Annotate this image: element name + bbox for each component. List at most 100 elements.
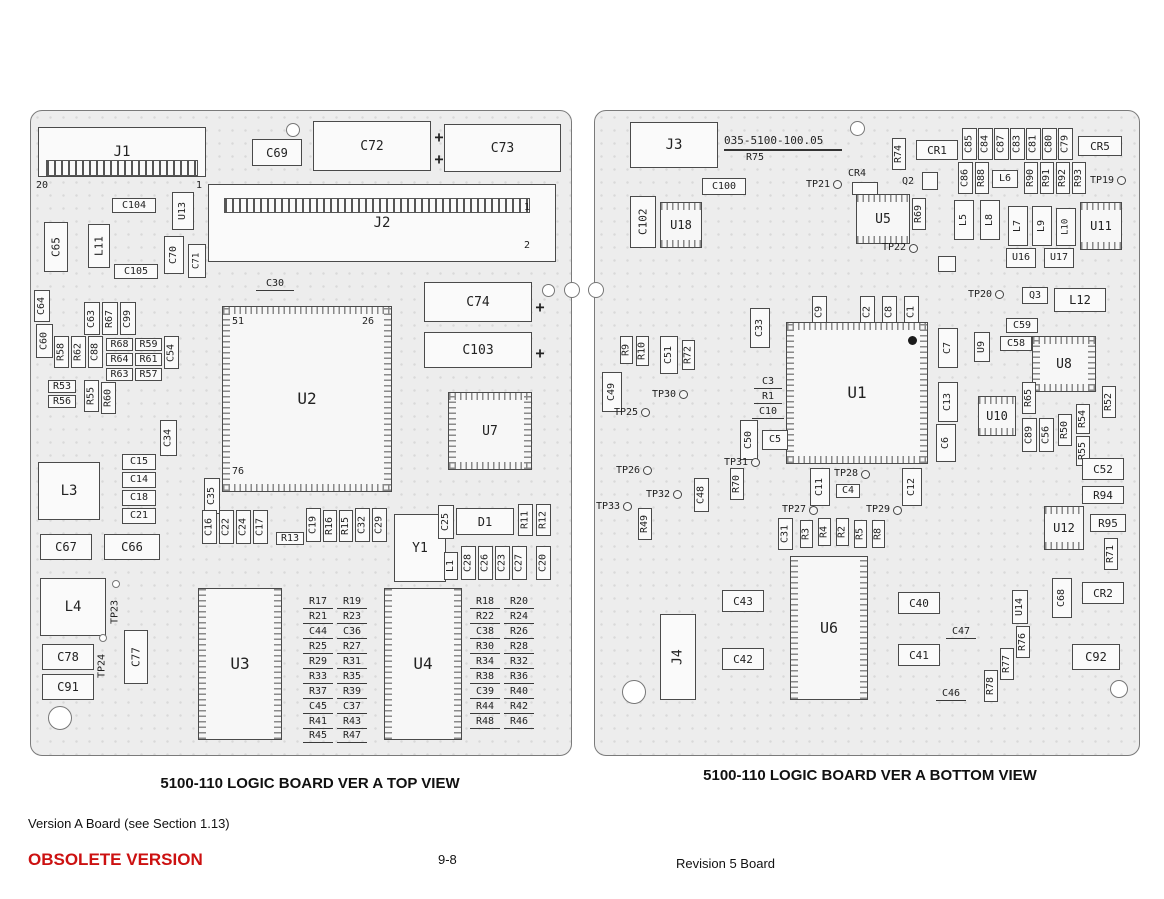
left-component-r56: R56 [48,395,76,408]
right-component-r74: R74 [892,138,906,170]
left-component-r31: R31 [337,656,367,669]
left-component-c72: C72 [313,121,431,171]
left-component-u4: U4 [384,588,462,740]
right-component-c51: C51 [660,336,678,374]
left-component-c28: C28 [461,546,476,580]
left-component-c73: C73 [444,124,561,172]
left-component-r48: R48 [470,716,500,729]
left-component-c105: C105 [114,264,158,279]
left-component-r63: R63 [106,368,133,381]
left-component-c20: C20 [536,546,551,580]
right-pin1-dot [908,336,917,345]
left-component-76: 76 [232,466,245,477]
right-component-r10: R10 [636,336,649,366]
left-component-c44: C44 [303,626,333,639]
left-component-r12: R12 [536,504,551,536]
left-component-c21: C21 [122,508,156,524]
right-component-tp22: TP22 [882,242,926,254]
right-component-r54: R54 [1076,404,1090,434]
left-component-1: 1 [524,202,531,213]
left-component-j2: J2 [208,184,556,262]
right-component-c84: C84 [978,128,993,160]
left-component-r53: R53 [48,380,76,393]
left-component-c29: C29 [372,508,387,542]
left-component-r29: R29 [303,656,333,669]
right-component-cr4: CR4 [848,168,867,179]
right-mounting-hole [622,680,646,704]
left-component-r42: R42 [504,701,534,714]
right-component-c92: C92 [1072,644,1120,670]
left-component-c36: C36 [337,626,367,639]
left-component-r33: R33 [303,671,333,684]
left-component-l4: L4 [40,578,106,636]
left-component-r41: R41 [303,716,333,729]
right-component-c59: C59 [1006,318,1038,333]
right-component-tp25: TP25 [614,406,658,419]
left-component-r22: R22 [470,611,500,624]
right-component-c7: C7 [938,328,958,368]
caption-top-view: 5100-110 LOGIC BOARD VER A TOP VIEW [160,775,460,792]
left-component-r60: R60 [101,382,116,414]
right-component-u8: U8 [1032,336,1096,392]
right-component-r50: R50 [1058,414,1072,446]
left-component--: + [535,343,545,362]
left-component-c71: C71 [188,244,206,278]
right-component-u18: U18 [660,202,702,248]
left-component-r23: R23 [337,611,367,624]
left-component-2: 2 [524,240,531,251]
right-component-tp21: TP21 [806,178,850,191]
left-component-r67: R67 [102,302,118,335]
right-component-c46: C46 [936,688,966,701]
left-component-r11: R11 [518,504,533,536]
left-component-c23: C23 [495,546,510,580]
right-component-j4: J4 [660,614,696,700]
right-component-u12: U12 [1044,506,1084,550]
left-component-r16: R16 [323,510,337,542]
right-component-r90: R90 [1024,162,1038,194]
left-component--: + [535,297,545,316]
left-component-r46: R46 [504,716,534,729]
right-component-u5: U5 [856,194,910,244]
right-component-l9: L9 [1032,206,1052,246]
right-component-c4: C4 [836,484,860,498]
left-mounting-hole [99,634,107,642]
left-component-c37: C37 [337,701,367,714]
left-component-r27: R27 [337,641,367,654]
revision-label: Revision 5 Board [676,856,775,871]
right-component-tp28: TP28 [834,468,876,480]
right-component-c47: C47 [946,626,976,639]
right-component-tp20: TP20 [968,288,1012,301]
right-component-c40: C40 [898,592,940,614]
right-component-r91: R91 [1040,162,1054,194]
right-component-u11: U11 [1080,202,1122,250]
right-component-c68: C68 [1052,578,1072,618]
right-component-c89: C89 [1022,418,1037,452]
left-component-26: 26 [362,316,375,327]
left-component-r40: R40 [504,686,534,699]
right-component-r5: R5 [854,520,867,548]
right-component-r3: R3 [800,520,813,548]
left-component-c66: C66 [104,534,160,560]
right-component-l6: L6 [992,170,1018,188]
right-component-c42: C42 [722,648,764,670]
right-component-c3: C3 [754,376,782,389]
left-mounting-hole [112,580,120,588]
left-component-r36: R36 [504,671,534,684]
right-component-r69: R69 [912,198,926,230]
left-component-c45: C45 [303,701,333,714]
left-component-1: 1 [196,180,203,191]
right-component-r65: R65 [1022,382,1036,414]
right-component-u6: U6 [790,556,868,700]
right-component-c100: C100 [702,178,746,195]
left-component-c103: C103 [424,332,532,368]
left-component-d1: D1 [456,508,514,535]
right-component-c52: C52 [1082,458,1124,480]
right-component-c13: C13 [938,382,958,422]
right-component-c86: C86 [958,162,973,194]
left-component-r55: R55 [84,380,99,412]
right-component-l7: L7 [1008,206,1028,246]
right-component-tp27: TP27 [782,504,824,516]
right-component-cr1: CR1 [916,140,958,160]
right-component-r49: R49 [638,508,652,540]
version-note: Version A Board (see Section 1.13) [28,816,230,831]
